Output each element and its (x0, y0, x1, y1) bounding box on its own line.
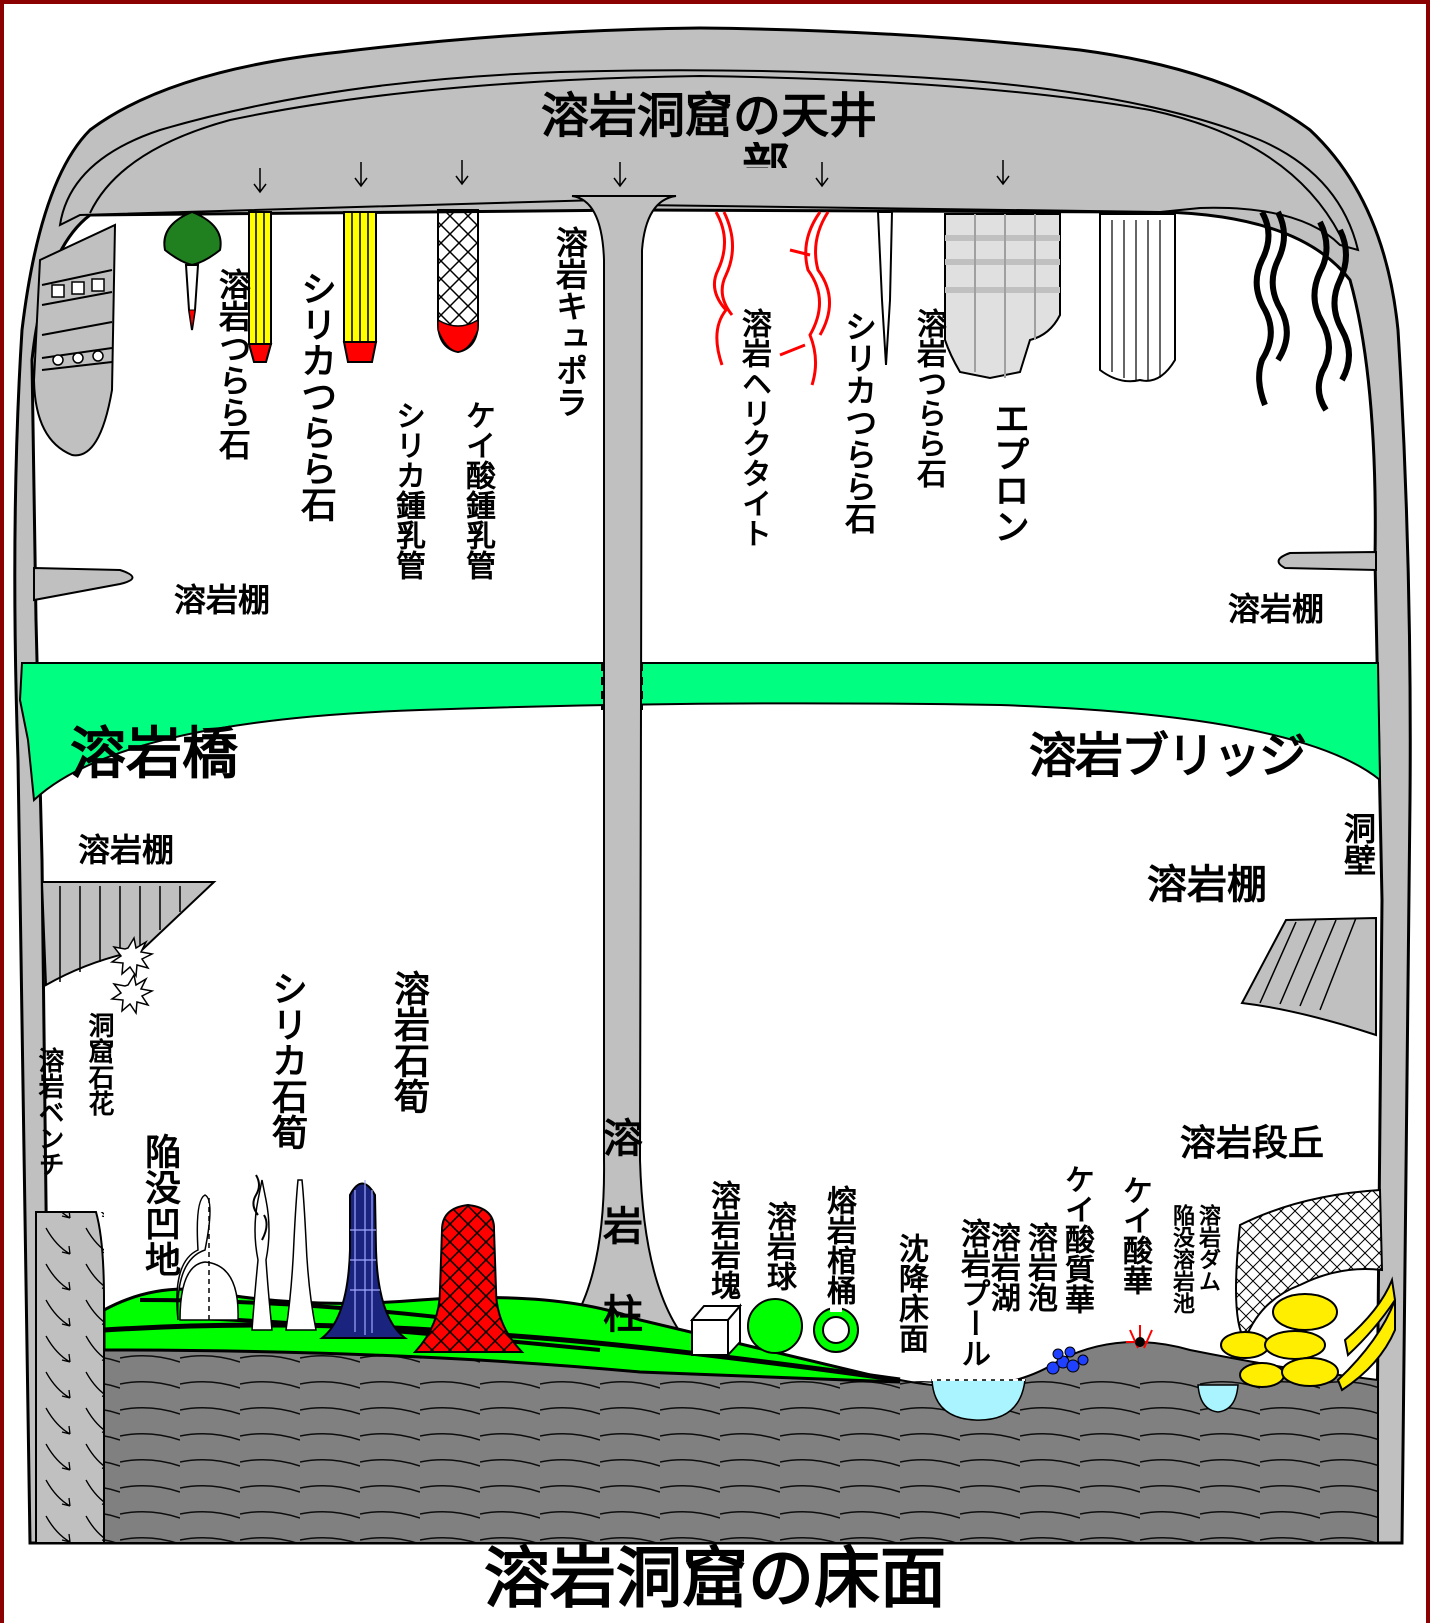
label-shelf-lower-right: 溶岩棚 (1147, 862, 1267, 908)
label-depression: 陥没凹地 (139, 1133, 180, 1277)
label-shelf-lower-left: 溶岩棚 (78, 831, 175, 869)
lava-stalagmite-red (412, 1203, 525, 1353)
label-helictite: 溶岩ヘリクタイト (736, 308, 771, 548)
label-silicic-sinter: ケイ酸質華 (1059, 1164, 1094, 1314)
label-lava-terrace: 溶岩段丘 (1180, 1123, 1325, 1164)
lava-barrel-shape (813, 1300, 859, 1353)
label-lava-ball: 溶岩球 (761, 1201, 796, 1291)
lava-terrace-shape (1220, 1276, 1397, 1392)
ceiling-band (58, 69, 1360, 252)
label-lava-dam: 溶岩ダム (1195, 1204, 1220, 1292)
drapery-shape (1099, 213, 1176, 383)
floor-caption: 溶岩洞窟の床面 (484, 1540, 946, 1617)
ceiling-title: 溶岩洞窟の天井 (541, 88, 878, 144)
lava-blister-shape (1046, 1346, 1089, 1375)
label-silica-stalagmite: シリカ石筍 (266, 970, 307, 1150)
lava-stalagmite-navy (319, 1180, 409, 1339)
label-silica-tube: シリカ鍾乳管 (390, 400, 425, 580)
lava-ball-shape (747, 1298, 803, 1354)
label-silica-stalactite-right: シリカつらら石 (840, 310, 878, 534)
label-silicic-flower: ケイ酸華 (1117, 1175, 1152, 1295)
label-cave-wall: 洞壁 (1339, 812, 1377, 876)
upper-shelf-left (33, 566, 134, 602)
helictite-shape (712, 211, 831, 386)
label-lava-lake: 溶岩湖 (985, 1222, 1020, 1312)
silica-stalactite-shape (247, 211, 378, 363)
lava-pool-shape (931, 1379, 1026, 1421)
thin-stalactite (876, 211, 894, 366)
label-shelf-upper-left: 溶岩棚 (174, 581, 271, 619)
label-silica-stalactite-left: シリカつらら石 (295, 270, 336, 522)
label-lava-block: 溶岩岩塊 (705, 1180, 740, 1300)
label-shelf-upper-right: 溶岩棚 (1228, 590, 1325, 628)
label-lava-blister: 溶岩泡 (1022, 1222, 1057, 1312)
label-lava-stalactite-left: 溶岩つらら石 (214, 268, 252, 460)
label-cave-flower: 洞窟石花 (84, 1012, 114, 1116)
upper-shelf-right (1277, 550, 1377, 572)
silicic-flower-shape (1126, 1325, 1153, 1349)
label-lava-stalagmite: 溶岩石筍 (388, 970, 429, 1114)
collapse-pond-shape (1197, 1384, 1239, 1413)
ceiling-arrows (253, 160, 1010, 194)
label-cupola: 溶岩キュポラ (551, 226, 589, 418)
lava-roots-shape (1253, 210, 1352, 412)
label-collapse-pond: 陥没溶岩池 (1169, 1204, 1194, 1314)
label-bridge-right: 溶岩ブリッジ (1029, 728, 1307, 784)
silica-stalagmite-shape (251, 1174, 317, 1331)
label-lava-column: 溶岩柱 (596, 1117, 642, 1381)
lava-block-shape (689, 1303, 743, 1358)
label-lava-barrel: 熔岩棺桶 (821, 1185, 856, 1305)
ceiling-title-tail: 部 (742, 142, 790, 168)
lava-stalactite-left-shape (163, 210, 222, 331)
label-subsided-floor: 沈降床面 (893, 1233, 928, 1353)
left-apron (32, 223, 117, 457)
cave-flower-shape (109, 935, 155, 1016)
label-bridge-left: 溶岩橋 (70, 722, 238, 787)
lower-shelf-right (1240, 916, 1377, 1037)
label-lava-pool: 溶岩プール (955, 1218, 990, 1368)
label-silicic-tube: ケイ酸鍾乳管 (460, 400, 495, 580)
label-apron: エプロン (988, 400, 1029, 544)
depression-shape (176, 1194, 239, 1321)
label-lava-stalactite-right: 溶岩つらら石 (911, 308, 946, 488)
label-lava-bench: 溶岩ベンチ (34, 1047, 64, 1177)
apron-shape (944, 213, 1061, 380)
lava-bridge (18, 662, 1382, 803)
silicic-tube-shape (437, 209, 479, 354)
